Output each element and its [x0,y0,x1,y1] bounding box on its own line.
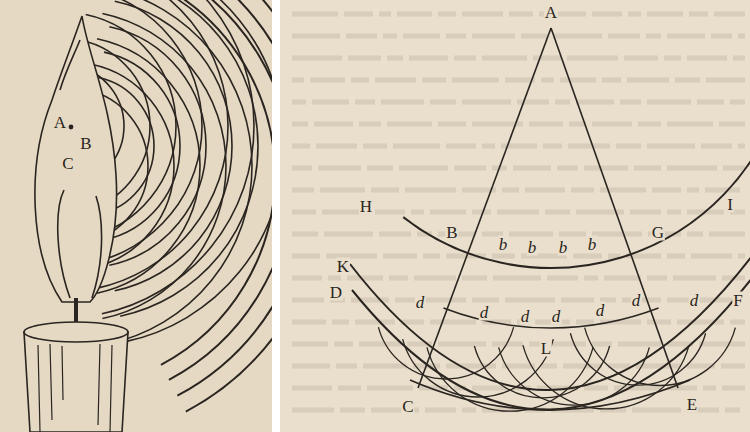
flame [35,16,117,302]
wave-figure [350,28,750,411]
wave-arc [403,102,750,268]
show-through [292,14,745,410]
figure-letter: b [527,239,538,256]
figure-letter: b [587,236,598,253]
figure-letter: b [558,239,569,256]
candle [24,322,128,432]
figure-letter: b [498,236,509,253]
figure-letter: C [401,398,414,415]
figure-letter: d [595,302,606,319]
figure-letter: K [336,258,350,275]
ray-line [418,28,551,388]
figure-letter: d [479,304,490,321]
figure-letter: d [551,308,562,325]
figure-letter: d [631,292,642,309]
figure-letter: d [520,308,531,325]
point-dot [69,125,72,128]
point-letter: C [61,155,74,172]
figure-letter: B [445,224,458,241]
flame-inner [58,40,102,298]
figure-letter: F [732,292,743,309]
envelope-arc [410,380,690,410]
figure-letter: G [651,224,665,241]
figure-letter: E [686,396,698,413]
point-letter: B [79,135,92,152]
figure-letter: A [544,4,558,21]
figure-letter: d [415,294,426,311]
figure-letter: d [689,292,700,309]
wave-arc [443,308,658,328]
envelope-arc [352,278,750,410]
point-letter: A [53,114,67,131]
figure-letter: I [726,196,734,213]
right-panel [280,0,750,432]
figure-letter: D [329,284,343,301]
figure-letter: L [540,340,552,357]
envelope-arc [350,256,750,390]
figure-letter: H [359,198,373,215]
